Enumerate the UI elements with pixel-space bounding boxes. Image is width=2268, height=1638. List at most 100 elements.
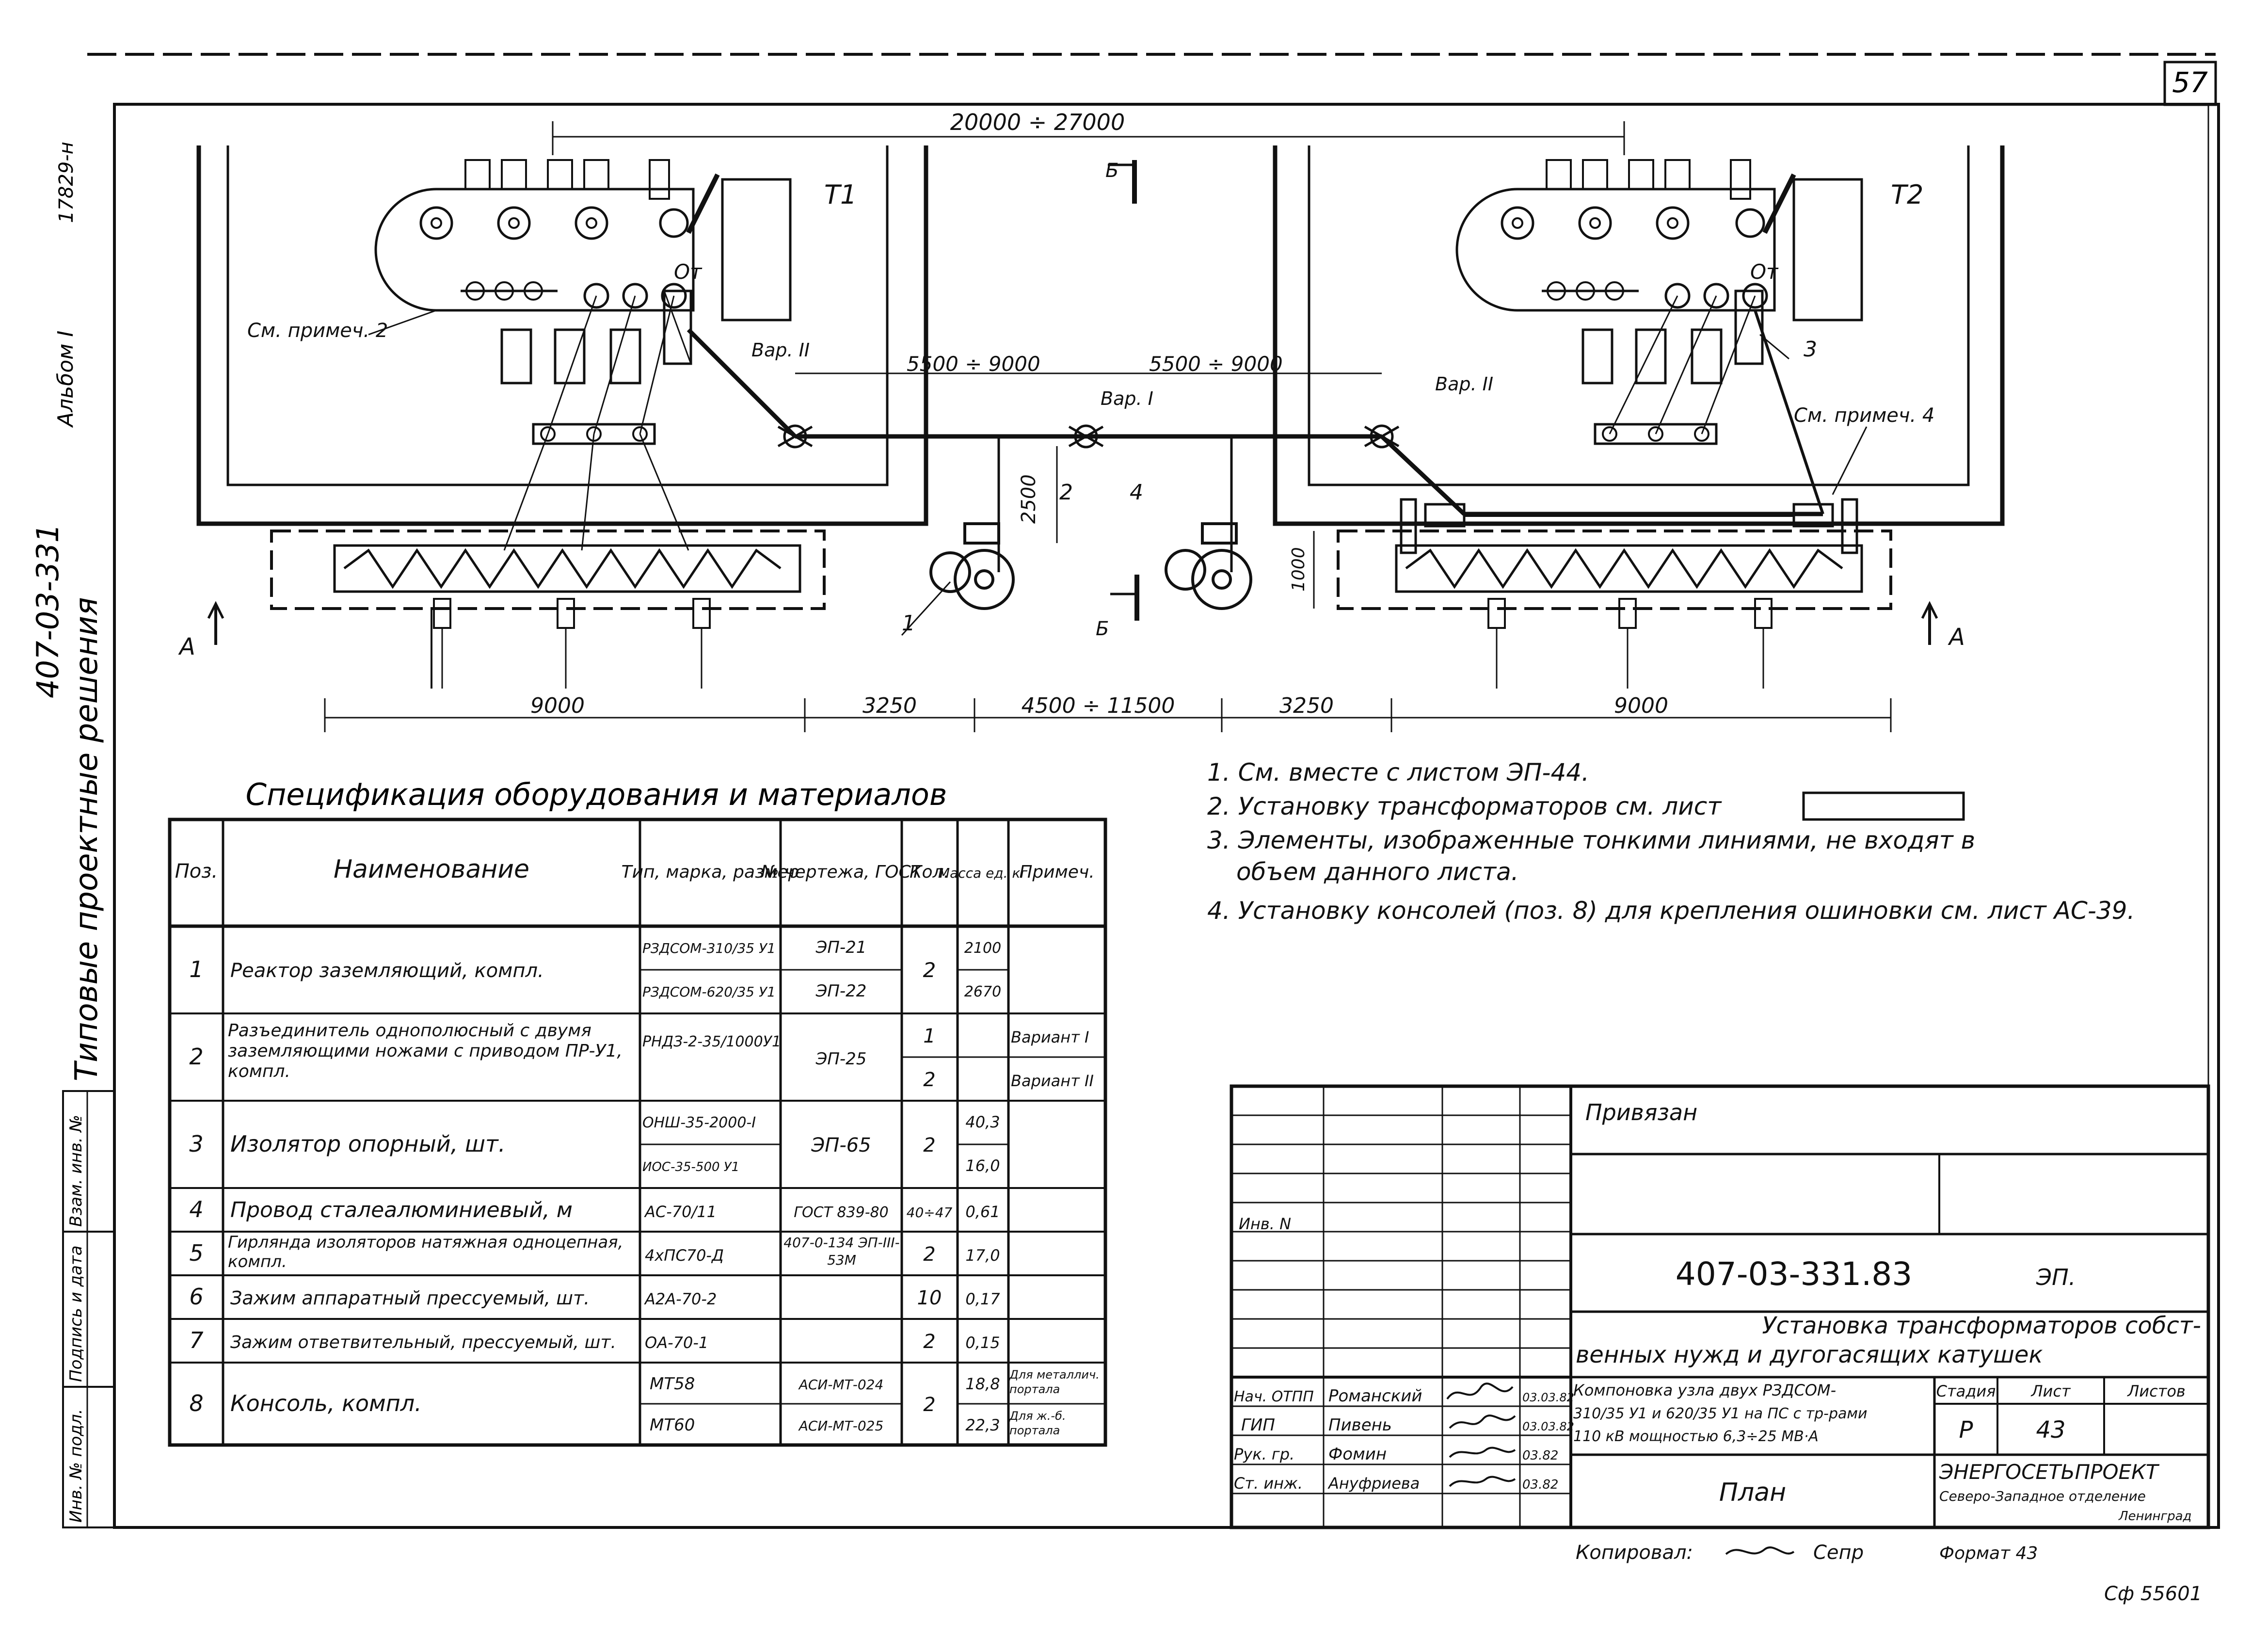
spec-row5-type: 4хПС70-Д: [645, 1246, 724, 1265]
dim-bottom-3: 4500 ÷ 11500: [1022, 693, 1175, 718]
dim-bottom-4: 3250: [1279, 693, 1334, 718]
stamp-title-line2: венных нужд и дугогасящих катушек: [1576, 1341, 2043, 1368]
margin-number: 17829-н: [55, 142, 78, 223]
spec-row7-name: Зажим ответвительный, прессуемый, шт.: [230, 1333, 616, 1352]
stamp-org1: ЭНЕРГОСЕТЬПРОЕКТ: [1939, 1460, 2160, 1484]
stamp-subtitle-line2: 310/35 У1 и 620/35 У1 на ПС с тр-рами: [1573, 1405, 1868, 1422]
spec-header-gost: № чертежа, ГОСТ: [760, 862, 923, 882]
plan-labels: 20000 ÷ 27000 Т1 Т2 От От Б Б А А См. пр…: [178, 109, 1965, 718]
spec-row5-name-box: Гирлянда изоляторов натяжная одноцепная,…: [228, 1233, 623, 1271]
stamp-date-2: 03.03.82: [1522, 1420, 1574, 1433]
spec-row5-name: Гирлянда изоляторов натяжная одноцепная,…: [228, 1233, 623, 1271]
spec-header-mass: Масса ед. кг: [938, 865, 1027, 881]
pos-4: 4: [1130, 480, 1143, 505]
spec-row8-mass-b: 22,3: [965, 1416, 1000, 1434]
spec-row5-qty: 2: [923, 1243, 935, 1266]
general-notes: 1. См. вместе с листом ЭП-44. 2. Установ…: [1207, 758, 2135, 925]
spec-row3-type-b: ИОС-35-500 У1: [642, 1160, 739, 1174]
title-block-text: Привязан Инв. N 407-03-331.83 ЭП. Устано…: [1234, 1099, 2201, 1524]
spec-row8-note-a: Для металлич. портала: [1009, 1368, 1100, 1396]
dim-bottom-1: 9000: [530, 693, 585, 718]
spec-title: Спецификация оборудования и материалов: [246, 777, 947, 812]
spec-row1-name: Реактор заземляющий, компл.: [230, 960, 544, 982]
spec-row2-pos: 2: [189, 1044, 203, 1070]
spec-row3-type-a: ОНШ-35-2000-I: [642, 1114, 756, 1131]
note-2-blank-box: [1802, 791, 1965, 821]
spec-table-grid: [168, 818, 1107, 1447]
pos-2: 2: [1059, 480, 1073, 505]
dim-bottom-5: 9000: [1614, 693, 1668, 718]
spec-row8-pos: 8: [189, 1390, 203, 1416]
stamp-role-2: ГИП: [1241, 1415, 1275, 1435]
var-right: Вар. II: [1435, 373, 1493, 395]
stamp-list: 43: [2036, 1416, 2065, 1444]
margin-series: Типовые проектные решения: [69, 597, 105, 1081]
spec-row8-name: Консоль, компл.: [230, 1390, 422, 1416]
copied-by-signature: [1725, 1546, 1795, 1555]
stamp-date-4: 03.82: [1522, 1477, 1558, 1492]
stamp-doc-code: 407-03-331.83: [1676, 1255, 1913, 1293]
dim-1000: 1000: [1289, 547, 1309, 592]
spec-row3-name: Изолятор опорный, шт.: [230, 1131, 505, 1157]
spec-header-type: Тип, марка, размер: [622, 862, 799, 882]
stamp-role-3: Рук. гр.: [1234, 1445, 1294, 1463]
page-number: 57: [2172, 66, 2208, 99]
note-1: 1. См. вместе с листом ЭП-44.: [1207, 758, 1589, 787]
spec-row2-gost: ЭП-25: [815, 1049, 867, 1069]
margin-field-inv: Инв. № подл.: [66, 1409, 86, 1523]
note-3-cont: объем данного листа.: [1236, 858, 1519, 886]
spec-row3-gost: ЭП-65: [811, 1134, 871, 1156]
stamp-date-3: 03.82: [1522, 1448, 1558, 1463]
spec-row4-gost: ГОСТ 839-80: [794, 1204, 888, 1221]
spec-header-qty: Кол.: [910, 862, 949, 882]
spec-row2-name-box: Разъединитель однополюсный с двумя зазем…: [228, 1021, 623, 1081]
spec-row6-name: Зажим аппаратный прессуемый, шт.: [230, 1287, 590, 1309]
dim-span2: 5500 ÷ 9000: [1149, 352, 1283, 376]
spec-row2-note-a: Вариант I: [1011, 1028, 1089, 1046]
spec-row6-type: А2А-70-2: [644, 1290, 717, 1308]
spec-row8-gost-a: АСИ-МТ-024: [798, 1377, 884, 1393]
signature-3: [1449, 1446, 1516, 1458]
stamp-sheet-name: План: [1719, 1478, 1786, 1507]
stamp-inv: Инв. N: [1239, 1215, 1291, 1233]
label-section-b-top: Б: [1105, 160, 1118, 182]
note-3: 3. Элементы, изображенные тонкими линиям…: [1207, 826, 1975, 854]
stamp-name-4: Ануфриева: [1327, 1474, 1420, 1493]
note-ref-left: См. примеч. 2: [247, 320, 388, 342]
spec-row5-gost-box: 407-0-134 ЭП-III-53М: [783, 1235, 899, 1268]
spec-row4-mass: 0,61: [965, 1203, 1000, 1221]
signature-4: [1449, 1476, 1516, 1487]
spec-row6-mass: 0,17: [965, 1290, 1000, 1308]
stamp-name-1: Романский: [1328, 1386, 1422, 1406]
note-4: 4. Установку консолей (поз. 8) для крепл…: [1207, 897, 2135, 925]
corner-code: Сф 55601: [2104, 1583, 2202, 1605]
spec-row8-qty: 2: [923, 1394, 935, 1416]
dim-2500: 2500: [1018, 474, 1040, 524]
label-section-a-left: А: [178, 633, 195, 660]
spec-row3-mass-a: 40,3: [965, 1113, 1000, 1131]
stamp-name-3: Фомин: [1328, 1445, 1387, 1464]
stamp-name-2: Пивень: [1328, 1415, 1392, 1435]
copied-by-label: Копировал:: [1576, 1542, 1693, 1564]
spec-header-note: Примеч.: [1019, 862, 1094, 882]
spec-row4-pos: 4: [189, 1196, 203, 1222]
spec-row8-note-b: Для ж.-б. портала: [1009, 1409, 1066, 1437]
label-ot2: От: [1750, 260, 1779, 284]
stamp-privyazan: Привязан: [1585, 1099, 1697, 1125]
dim-span1: 5500 ÷ 9000: [907, 352, 1040, 376]
stamp-org2: Северо-Западное отделение: [1939, 1488, 2146, 1504]
spec-table-text: Поз. Наименование Тип, марка, размер № ч…: [175, 855, 1100, 1437]
stamp-doc-mark: ЭП.: [2036, 1264, 2076, 1290]
label-t1: Т1: [824, 179, 857, 210]
stamp-role-4: Ст. инж.: [1234, 1474, 1303, 1493]
spec-header-name: Наименование: [334, 855, 529, 884]
spec-row2-qty-a: 1: [923, 1025, 935, 1047]
spec-header-pos: Поз.: [175, 860, 218, 883]
spec-row5-mass: 17,0: [965, 1246, 1000, 1265]
pos-1: 1: [902, 611, 915, 636]
spec-row6-pos: 6: [189, 1284, 203, 1310]
spec-row2-type: РНДЗ-2-35/1000У1: [642, 1033, 782, 1050]
note-2: 2. Установку трансформаторов см. лист: [1207, 792, 1722, 820]
spec-row2-qty-b: 2: [923, 1069, 935, 1091]
